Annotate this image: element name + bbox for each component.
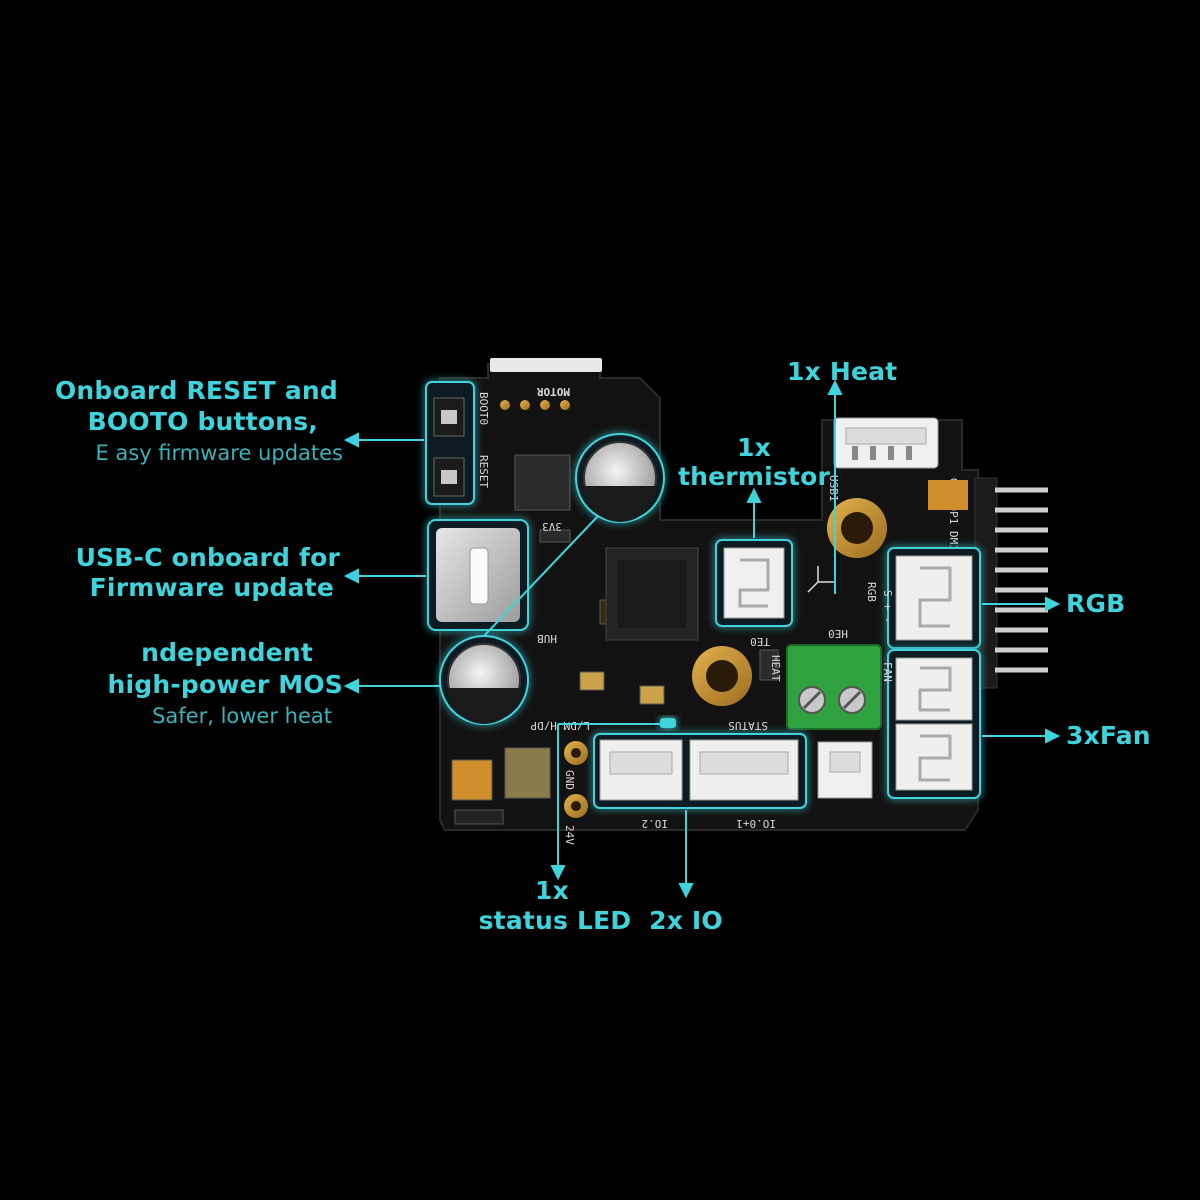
callout-usbc-line1: USB-C onboard for	[75, 543, 340, 572]
pin-header	[974, 477, 1048, 689]
callout-lines	[343, 379, 1061, 899]
callout-status-line1: 1x	[535, 876, 569, 905]
silk-usb1: USB1	[827, 475, 840, 502]
silk-ldm: L/DM H/DP	[530, 719, 590, 732]
callout-fan: 3xFan	[1066, 721, 1151, 750]
silk-motor: MOTOR	[537, 385, 570, 398]
silk-rgb-pins: S + -	[881, 590, 894, 623]
status-led	[660, 718, 676, 728]
silk-rgb: RGB	[865, 582, 878, 602]
motor-pads	[500, 400, 570, 410]
silk-he0: HE0	[828, 627, 848, 640]
heater-terminal	[786, 644, 882, 730]
silk-fan: FAN	[881, 662, 894, 682]
silk-3v3: 3V3	[542, 520, 562, 533]
callout-mos-line2: high-power MOS	[107, 670, 343, 699]
usb-c-port	[427, 519, 529, 631]
silk-24v: 24V	[563, 825, 576, 845]
silk-status: STATUS	[728, 719, 768, 732]
power-pads	[564, 741, 588, 818]
silk-reset: RESET	[477, 455, 490, 488]
callout-mos-line1: ndependent	[141, 638, 313, 667]
silk-heat: HEAT	[769, 655, 782, 682]
silk-io01: IO.0+1	[736, 817, 776, 830]
orange-component	[928, 480, 968, 510]
silk-gnd: GND	[563, 770, 576, 790]
mount-hole-center	[692, 646, 752, 706]
callout-io: 2x IO	[649, 906, 723, 935]
callout-buttons-subtitle: E asy firmware updates	[95, 441, 343, 465]
mount-hole-right	[827, 498, 887, 558]
thermistor-connector	[715, 539, 793, 627]
callout-thermistor-line2: thermistor	[678, 462, 830, 491]
callout-heat: 1x Heat	[787, 357, 898, 386]
fan-connectors	[887, 649, 981, 799]
callout-mos-subtitle: Safer, lower heat	[152, 704, 332, 728]
capacitor-top	[575, 433, 665, 523]
callout-buttons-line1: Onboard RESET and	[54, 376, 338, 405]
silk-io2: IO.2	[642, 817, 669, 830]
callout-buttons-line2: BOOTO buttons,	[87, 407, 318, 436]
silk-hub: HUB	[537, 632, 557, 645]
axis-marker-icon	[807, 566, 834, 593]
heat-connector	[833, 417, 939, 469]
boot-reset-buttons	[425, 381, 475, 505]
callout-usbc-line2: Firmware update	[89, 573, 334, 602]
silk-te0: TE0	[750, 635, 770, 648]
aux-connector	[817, 741, 873, 799]
callout-thermistor-line1: 1x	[737, 433, 771, 462]
motor-tab	[490, 358, 602, 372]
callout-status-line2: status LED	[478, 906, 632, 935]
rgb-connector	[887, 547, 981, 649]
mcu-chip	[605, 547, 699, 641]
silk-boot0: BOOT0	[477, 392, 490, 425]
io-connectors	[593, 733, 807, 809]
capacitor-bottom	[439, 635, 529, 725]
callout-rgb: RGB	[1066, 589, 1126, 618]
